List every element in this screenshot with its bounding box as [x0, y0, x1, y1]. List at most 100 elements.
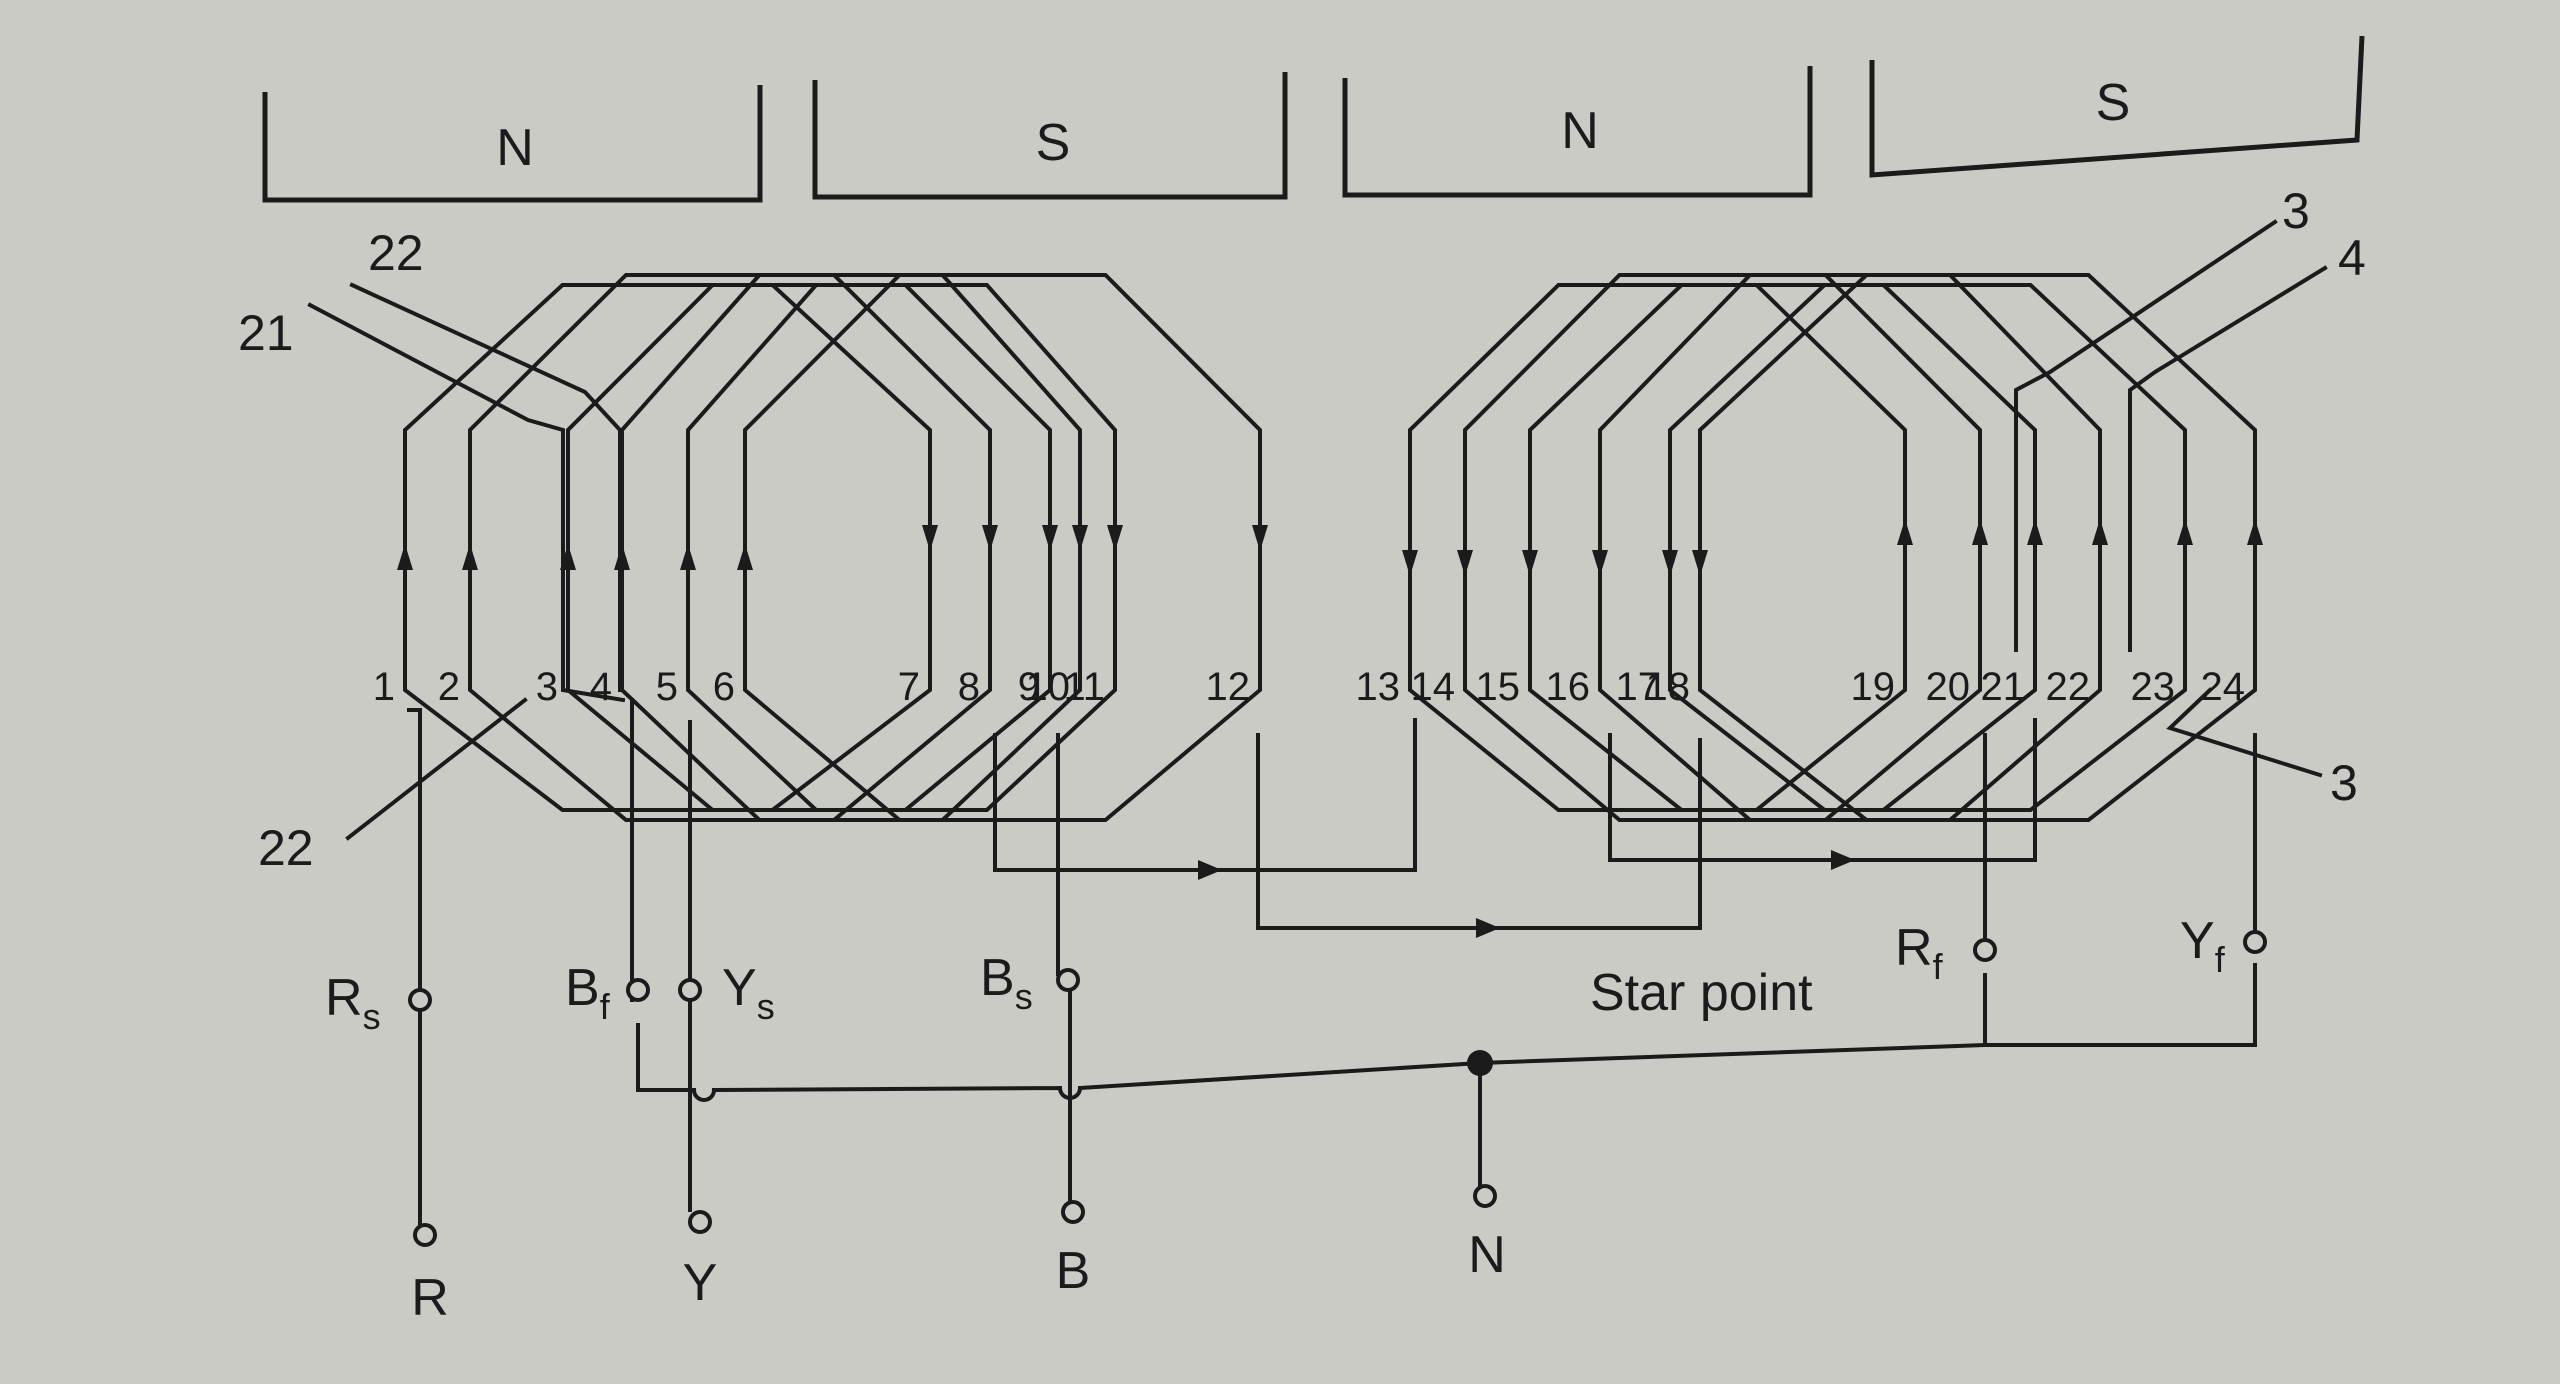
b-supply-label: B [1056, 1242, 1091, 1300]
coil-8-right-arrow [1972, 519, 1988, 545]
pole-1-outline [262, 85, 763, 203]
end-label-22-bottom: 22 [258, 820, 314, 876]
slot-label-8: 8 [958, 665, 980, 709]
coil-12-left-arrow [1692, 550, 1708, 576]
bf-label: Bf [565, 959, 611, 1027]
pole-4-outline [1869, 35, 2365, 178]
slot-label-4: 4 [590, 665, 612, 709]
star-point-junction [1467, 1050, 1493, 1076]
rs-terminal[interactable] [408, 988, 432, 1012]
pole-3-label: N [1561, 102, 1599, 160]
slot-label-23: 23 [2131, 665, 2176, 709]
coil-8 [1463, 273, 1982, 822]
coil-8-left-arrow [1457, 550, 1473, 576]
pole-2-label: S [1036, 114, 1071, 172]
ys-terminal[interactable] [678, 978, 702, 1002]
pole-4-label: S [2096, 74, 2131, 132]
coil-3 [566, 283, 1052, 812]
star-point-label: Star point [1590, 964, 1813, 1022]
coil-1-right-arrow [922, 525, 938, 551]
coil-10-right-arrow [2092, 519, 2108, 545]
coil-6-left-arrow [737, 544, 753, 570]
slot-label-16: 16 [1546, 665, 1591, 709]
coil-4 [620, 273, 1082, 822]
coil-2-left-arrow [462, 544, 478, 570]
pole-group: N S N S [262, 35, 2365, 203]
slot-label-18: 18 [1646, 665, 1691, 709]
coil-12 [1698, 273, 2257, 822]
coil-3-right-arrow [1042, 525, 1058, 551]
slot-label-15: 15 [1476, 665, 1521, 709]
coil-5-right-arrow [1107, 525, 1123, 551]
coil-9-left-arrow [1522, 550, 1538, 576]
connector-18-21-arrow [1831, 850, 1855, 870]
rf-label: Rf [1895, 919, 1944, 987]
connector-18-to-21 [1608, 718, 2037, 862]
coil-11 [1668, 283, 2187, 812]
bf-terminal[interactable] [626, 978, 650, 1002]
slot-label-24: 24 [2201, 665, 2246, 709]
pole-1-label: N [496, 119, 534, 177]
end-label-22-top: 22 [368, 225, 424, 281]
coil-10-left-arrow [1592, 550, 1608, 576]
coil-7 [1408, 283, 1907, 812]
coil-6-right-arrow [1252, 525, 1268, 551]
slot-label-21: 21 [1981, 665, 2026, 709]
slot-label-1: 1 [373, 665, 395, 709]
end-label-3-top: 3 [2282, 183, 2310, 239]
bs-label: Bs [980, 949, 1033, 1017]
coil-2 [468, 273, 992, 822]
bs-terminal[interactable] [1056, 968, 1080, 992]
slot-label-7: 7 [898, 665, 920, 709]
coil-7-left-arrow [1402, 550, 1418, 576]
end-label-4-top: 4 [2338, 230, 2366, 286]
r-supply-label: R [411, 1269, 449, 1327]
end-connection-22-bottom [345, 697, 528, 841]
yf-terminal[interactable] [2243, 930, 2267, 954]
slot-label-12: 12 [1206, 665, 1251, 709]
terminal-labels: Rs Bf Ys Bs Rf Yf R Y B N [325, 912, 2226, 1327]
star-bus-lower [636, 1023, 1483, 1102]
terminal-group [408, 930, 2267, 1247]
slot-label-2: 2 [438, 665, 460, 709]
end-connection-4-top [2128, 265, 2328, 652]
slot-label-11: 11 [1063, 665, 1105, 709]
b-supply-terminal[interactable] [1061, 1200, 1085, 1224]
coil-4-right-arrow [1072, 525, 1088, 551]
slot-label-19: 19 [1851, 665, 1896, 709]
slot-label-10: 10 [1026, 665, 1071, 709]
coil-5-left-arrow [680, 544, 696, 570]
n-supply-label: N [1468, 1226, 1506, 1284]
coil-11-right-arrow [2177, 519, 2193, 545]
ys-label: Ys [722, 959, 775, 1027]
coil-12-right-arrow [2247, 519, 2263, 545]
slot-label-3: 3 [536, 665, 558, 709]
connector-group [993, 718, 2037, 938]
end-connection-21 [307, 302, 626, 703]
end-labels: 21 22 22 3 4 3 [238, 183, 2366, 876]
r-supply-terminal[interactable] [413, 1223, 437, 1247]
connector-12-16-arrow [1476, 918, 1500, 938]
coil-7-right-arrow [1897, 519, 1913, 545]
slot-label-22: 22 [2046, 665, 2091, 709]
coil-5 [686, 283, 1117, 812]
slot-label-20: 20 [1926, 665, 1971, 709]
end-connection-3-bottom [2166, 687, 2323, 778]
n-supply-terminal[interactable] [1473, 1184, 1497, 1208]
pole-2-outline [812, 72, 1288, 200]
slot-label-5: 5 [656, 665, 678, 709]
slot-label-13: 13 [1356, 665, 1401, 709]
y-supply-terminal[interactable] [688, 1210, 712, 1234]
end-connection-group [307, 219, 2328, 841]
rs-label: Rs [325, 969, 381, 1037]
slot-label-9: 9 [1018, 665, 1040, 709]
coil-1-left-arrow [397, 544, 413, 570]
connector-8-14-arrow [1198, 860, 1222, 880]
coil-6 [743, 273, 1262, 822]
coil-10 [1598, 273, 2102, 822]
y-supply-label: Y [683, 1254, 718, 1312]
rf-terminal[interactable] [1973, 938, 1997, 962]
